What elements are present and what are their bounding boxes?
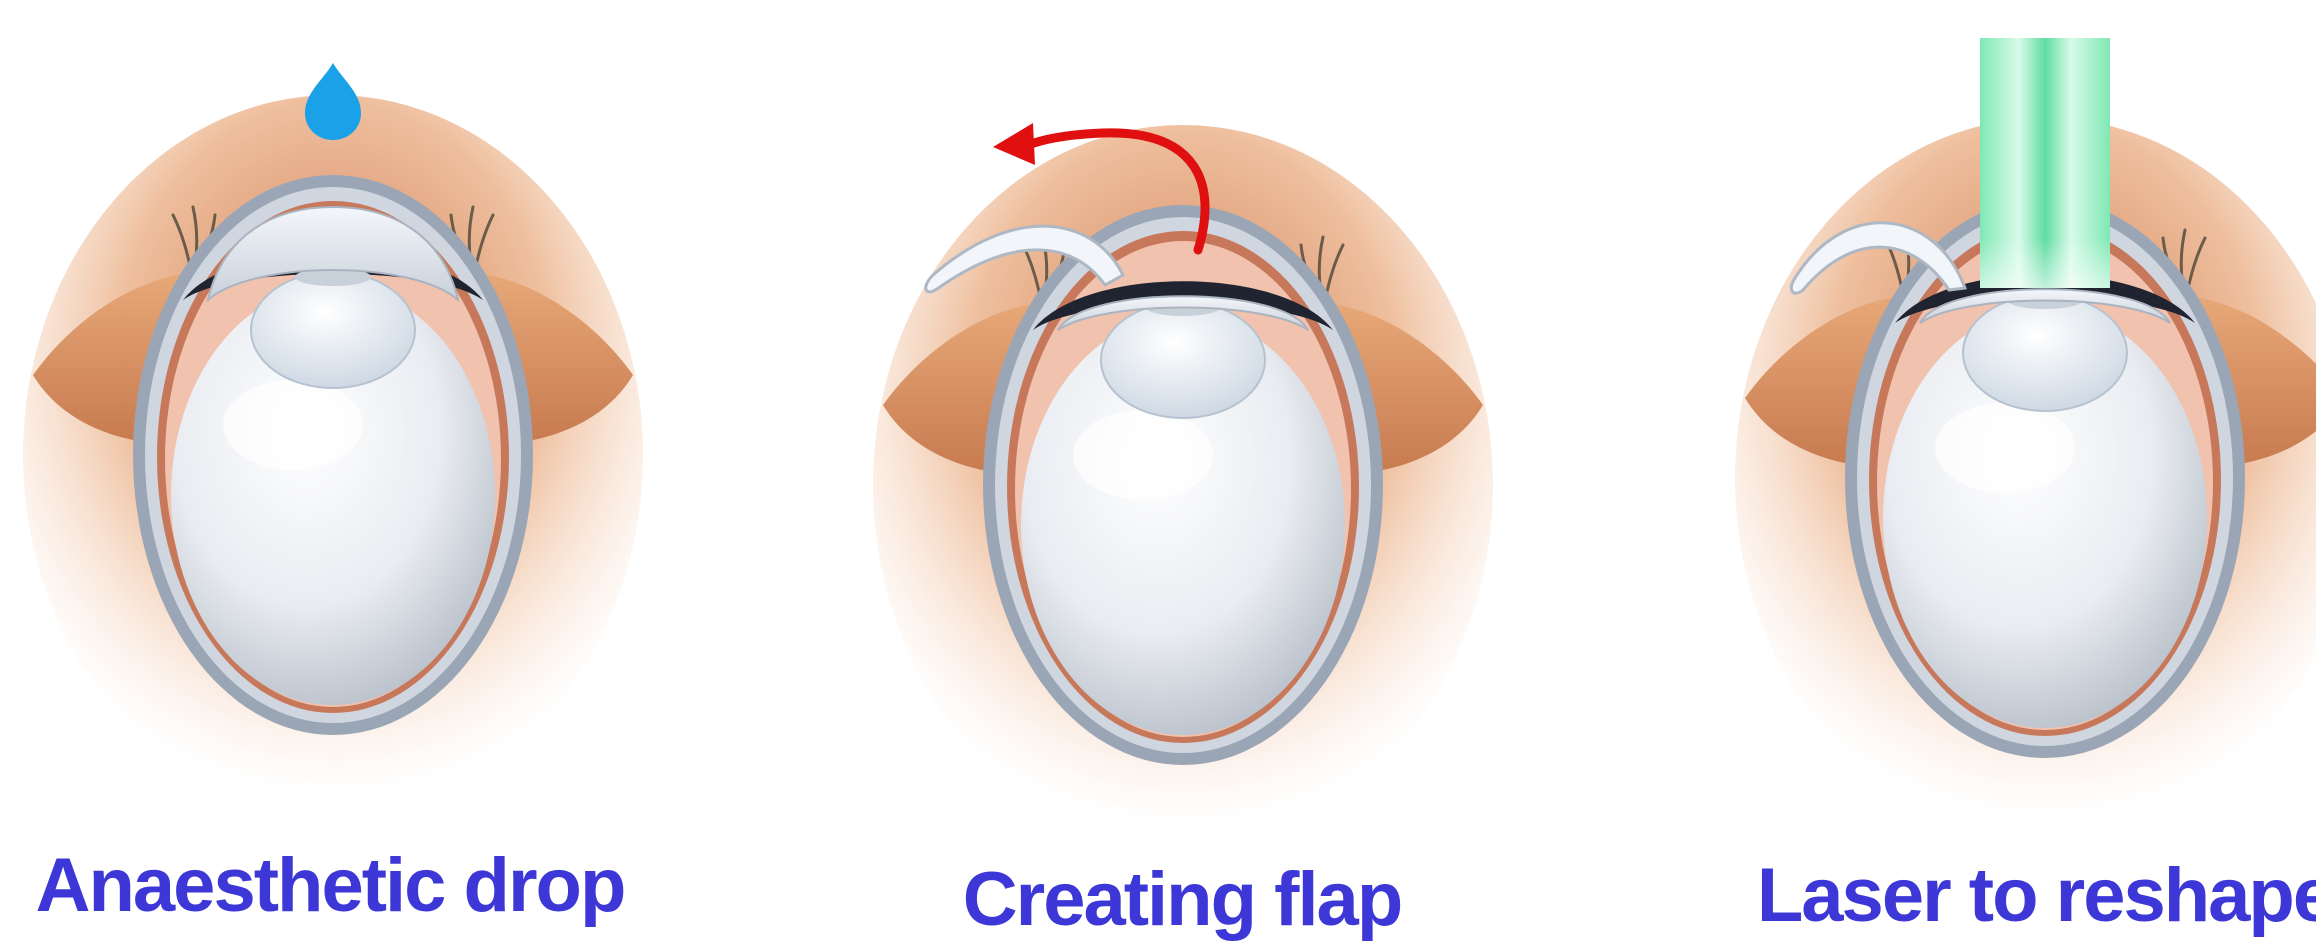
step-creating-flap [873, 123, 1493, 845]
eye-illustration [873, 125, 1493, 845]
step-caption: Laser to reshape [1595, 858, 2316, 934]
laser-beam-icon [1980, 38, 2110, 288]
step-caption: Anaesthetic drop [0, 848, 780, 924]
step-laser-reshape [1735, 38, 2316, 838]
eye-drop-icon [305, 63, 361, 140]
step-anaesthetic-drop [23, 63, 643, 815]
step-caption: Creating flap [732, 862, 1632, 938]
eye-illustration [23, 95, 643, 815]
